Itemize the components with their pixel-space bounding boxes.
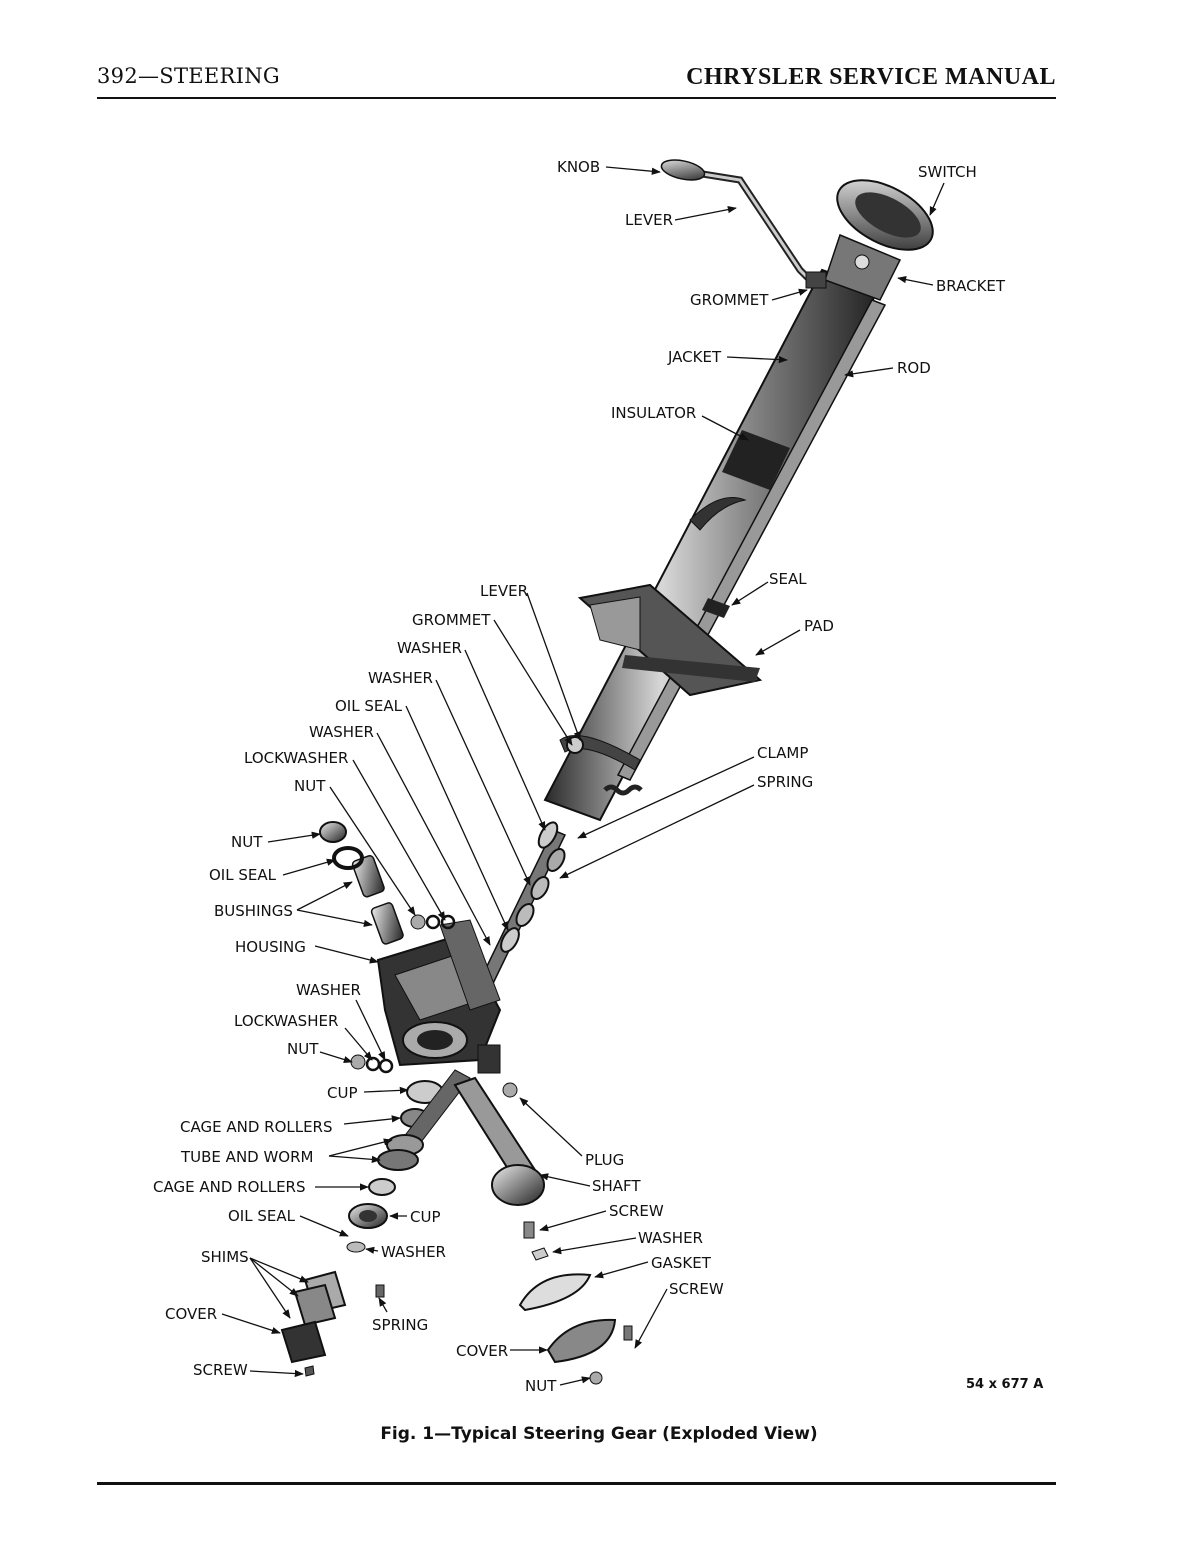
label-pad: PAD (804, 617, 834, 635)
label-switch: SWITCH (918, 163, 977, 181)
figure-caption: Fig. 1—Typical Steering Gear (Exploded V… (380, 1424, 818, 1444)
label-screw-3: SCREW (669, 1280, 724, 1298)
label-seal: SEAL (769, 570, 807, 588)
label-shaft: SHAFT (592, 1177, 641, 1195)
label-housing: HOUSING (235, 938, 306, 956)
gear-housing (280, 821, 633, 1385)
label-shims: SHIMS (201, 1248, 249, 1266)
label-grommet-top: GROMMET (690, 291, 769, 309)
header-rule (97, 97, 1056, 99)
label-bushings: BUSHINGS (214, 902, 293, 920)
label-washer-3: WASHER (309, 723, 374, 741)
figure-number: 54 x 677 A (966, 1377, 1044, 1392)
label-bracket: BRACKET (936, 277, 1006, 295)
label-cage-rollers-1: CAGE AND ROLLERS (180, 1118, 333, 1136)
part-labels: KNOB SWITCH LEVER GROMMET BRACKET JACKET… (153, 158, 1006, 1395)
label-lockwasher-2: LOCKWASHER (234, 1012, 338, 1030)
label-cover-2: COVER (456, 1342, 508, 1360)
label-nut-4: NUT (525, 1377, 557, 1395)
label-washer-1: WASHER (397, 639, 462, 657)
label-grommet-mid: GROMMET (412, 611, 491, 629)
label-spring-1: SPRING (757, 773, 813, 791)
label-lockwasher-1: LOCKWASHER (244, 749, 348, 767)
label-tube-worm: TUBE AND WORM (180, 1148, 313, 1166)
label-screw-2: SCREW (609, 1202, 664, 1220)
page-section-header: 392—STEERING (97, 64, 280, 88)
footer-rule (97, 1482, 1056, 1485)
label-oil-seal-3: OIL SEAL (228, 1207, 296, 1225)
manual-title: CHRYSLER SERVICE MANUAL (686, 64, 1056, 90)
label-screw-1: SCREW (193, 1361, 248, 1379)
label-nut-2: NUT (231, 833, 263, 851)
label-jacket: JACKET (667, 348, 722, 366)
label-cage-rollers-2: CAGE AND ROLLERS (153, 1178, 306, 1196)
label-plug: PLUG (585, 1151, 624, 1169)
label-washer-6: WASHER (638, 1229, 703, 1247)
label-washer-5: WASHER (381, 1243, 446, 1261)
steering-column (471, 159, 934, 1001)
label-lever-mid: LEVER (480, 582, 528, 600)
label-spring-2: SPRING (372, 1316, 428, 1334)
label-washer-4: WASHER (296, 981, 361, 999)
label-oil-seal-2: OIL SEAL (209, 866, 277, 884)
leader-lines (221, 166, 945, 1386)
label-cup-2: CUP (410, 1208, 441, 1226)
label-oil-seal-1: OIL SEAL (335, 697, 403, 715)
label-gasket: GASKET (651, 1254, 712, 1272)
label-lever-top: LEVER (625, 211, 673, 229)
label-washer-2: WASHER (368, 669, 433, 687)
label-clamp: CLAMP (757, 744, 808, 762)
label-knob: KNOB (557, 158, 600, 176)
label-nut-3: NUT (287, 1040, 319, 1058)
label-cup-1: CUP (327, 1084, 358, 1102)
label-cover-1: COVER (165, 1305, 217, 1323)
label-insulator: INSULATOR (611, 404, 696, 422)
label-nut-1: NUT (294, 777, 326, 795)
label-rod: ROD (897, 359, 931, 377)
